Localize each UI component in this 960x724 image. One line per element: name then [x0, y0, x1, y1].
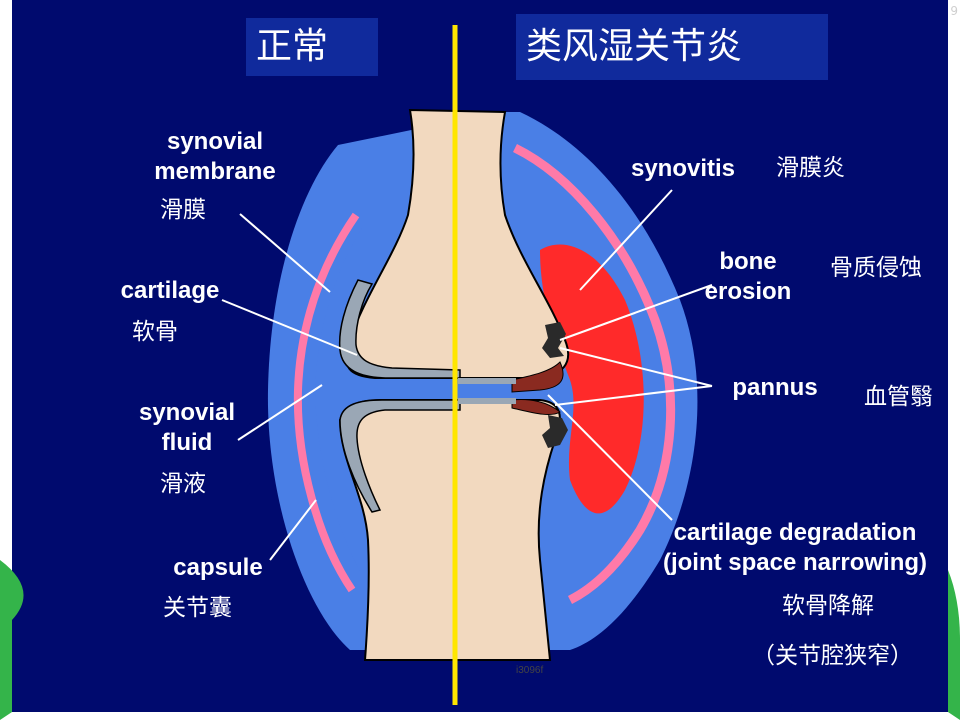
- title-ra-box: 类风湿关节炎: [516, 14, 828, 80]
- label-capsule-zh: 关节囊: [163, 595, 232, 621]
- label-synovial-membrane-line1: synovial: [166, 128, 264, 155]
- label-synovial-membrane-zh: 滑膜: [160, 197, 206, 223]
- label-pannus-zh: 血管翳: [864, 384, 933, 410]
- pannus-lower: [511, 399, 561, 415]
- page-number: 9: [950, 4, 958, 18]
- label-synovial-fluid-line1: synovial: [138, 399, 236, 426]
- pannus-upper: [511, 361, 564, 393]
- label-joint-space-zh: （关节腔狭窄）: [752, 643, 913, 669]
- leader-lines-right: [547, 189, 713, 521]
- bone-erosion-lower: [542, 415, 568, 448]
- leader-lines-left: [221, 213, 358, 561]
- inflamed-synovium: [540, 244, 644, 514]
- label-synovitis-zh: 滑膜炎: [776, 155, 845, 181]
- decorative-swoosh: [0, 560, 24, 720]
- synovial-membrane-left: [293, 212, 360, 593]
- title-normal: 正常: [256, 26, 329, 67]
- label-synovitis: synovitis: [630, 155, 736, 182]
- title-normal-box: 正常: [246, 18, 378, 76]
- label-pannus: pannus: [732, 374, 818, 401]
- label-cartilage: cartilage: [120, 277, 220, 304]
- figure-code: i3096f: [516, 665, 544, 676]
- label-cartilage-degradation-zh: 软骨降解: [782, 593, 874, 619]
- label-synovial-fluid-zh: 滑液: [160, 471, 206, 497]
- upper-cartilage: [338, 279, 461, 379]
- label-bone-erosion-zh: 骨质侵蚀: [830, 255, 922, 281]
- synovial-membrane-right: [513, 143, 676, 605]
- label-synovial-membrane-line2: membrane: [154, 158, 276, 185]
- label-cartilage-zh: 软骨: [132, 319, 178, 345]
- label-cartilage-degradation-line2: (joint space narrowing): [662, 549, 928, 576]
- label-synovial-membrane: synovial membrane: [140, 127, 290, 187]
- cartilage-thin-lower: [458, 398, 516, 404]
- label-synovial-fluid: synovial fluid: [132, 398, 242, 458]
- label-capsule: capsule: [173, 554, 263, 581]
- label-synovial-fluid-line2: fluid: [161, 429, 213, 456]
- title-ra: 类风湿关节炎: [526, 26, 743, 67]
- lower-bone: [338, 399, 561, 661]
- bone-erosion-upper: [542, 322, 566, 358]
- decorative-swoosh-right: [948, 570, 960, 720]
- label-bone-erosion-line2: erosion: [704, 278, 792, 305]
- label-bone-erosion-line1: bone: [719, 248, 777, 275]
- joint-space-left: [330, 380, 460, 398]
- label-bone-erosion: bone erosion: [702, 247, 794, 307]
- lower-cartilage: [339, 399, 461, 513]
- cartilage-thin-upper: [458, 378, 516, 384]
- label-cartilage-degradation: cartilage degradation (joint space narro…: [660, 518, 930, 578]
- label-cartilage-degradation-line1: cartilage degradation: [673, 519, 917, 546]
